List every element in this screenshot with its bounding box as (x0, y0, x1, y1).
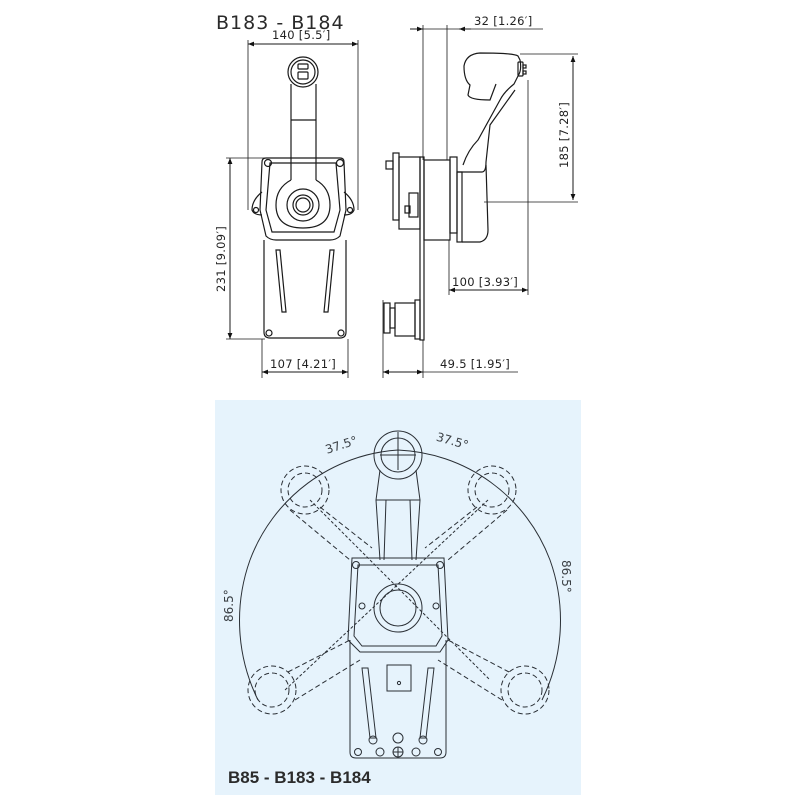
dim-front-height: 231 [9.09′] (214, 225, 228, 292)
dim-side-lever-reach: 100 [3.93′] (452, 275, 519, 289)
front-view-drawing (226, 40, 359, 378)
bottom-diagram-title: B85 - B183 - B184 (228, 768, 371, 787)
dim-side-lever-height: 185 [7.28′] (557, 101, 571, 168)
angle-lower-left: 86.5° (222, 589, 236, 622)
angle-lower-right: 86.5° (559, 560, 573, 593)
side-view-drawing (382, 25, 578, 378)
dim-front-base-width: 107 [4.21′] (270, 357, 337, 371)
top-diagram-title: B183 - B184 (216, 12, 345, 34)
dim-side-offset: 32 [1.26′] (474, 14, 533, 28)
dim-front-width: 140 [5.5′] (272, 28, 331, 42)
lever-travel-drawing (239, 430, 561, 759)
dim-side-depth: 49.5 [1.95′] (440, 357, 511, 371)
